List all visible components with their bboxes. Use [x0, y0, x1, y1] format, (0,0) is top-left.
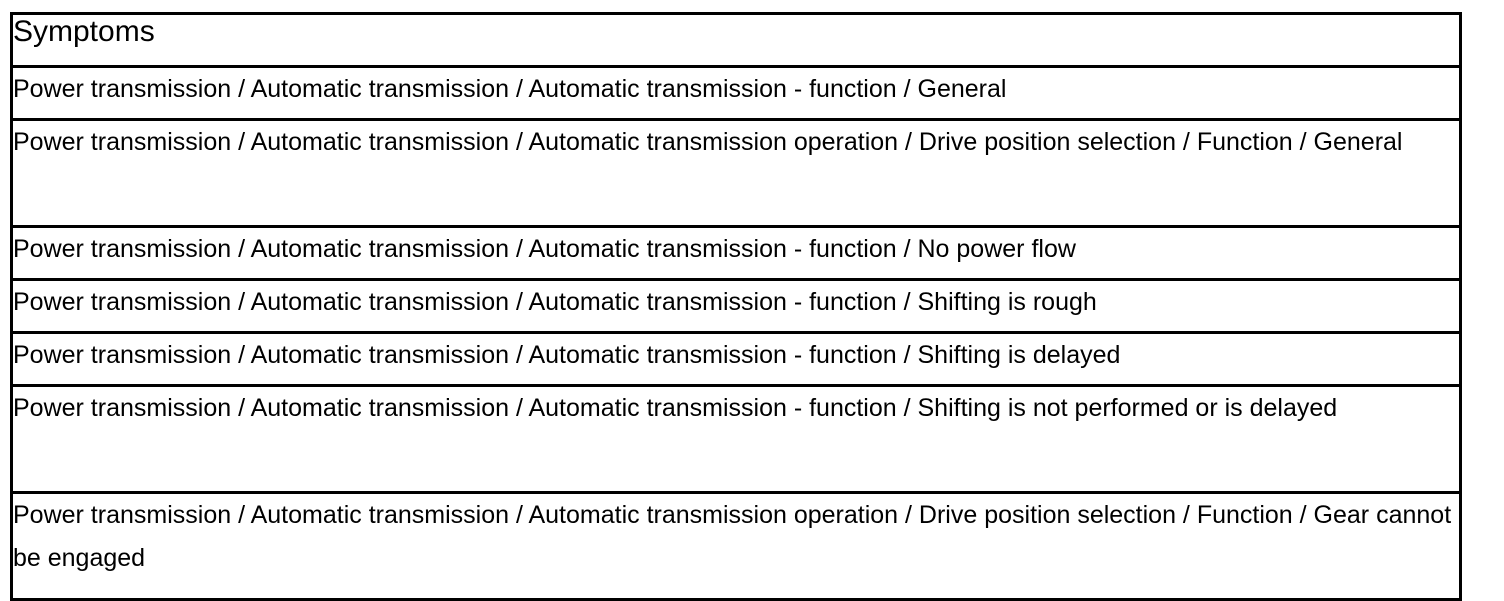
- table-header-row: Symptoms: [11, 13, 1461, 68]
- symptom-cell: Power transmission / Automatic transmiss…: [11, 66, 1461, 121]
- symptom-cell: Power transmission / Automatic transmiss…: [11, 279, 1461, 334]
- symptom-cell: Power transmission / Automatic transmiss…: [11, 119, 1461, 228]
- symptom-path-text: Power transmission / Automatic transmiss…: [13, 75, 1007, 103]
- table-row: Power transmission / Automatic transmiss…: [11, 492, 1461, 600]
- table-row: Power transmission / Automatic transmiss…: [11, 385, 1461, 494]
- table-row: Power transmission / Automatic transmiss…: [11, 66, 1461, 121]
- symptom-path-text: Power transmission / Automatic transmiss…: [13, 394, 1338, 422]
- symptom-cell: Power transmission / Automatic transmiss…: [11, 385, 1461, 494]
- symptom-path-text: Power transmission / Automatic transmiss…: [13, 128, 1403, 156]
- table-row: Power transmission / Automatic transmiss…: [11, 279, 1461, 334]
- symptom-path-text: Power transmission / Automatic transmiss…: [13, 288, 1097, 316]
- symptom-path-text: Power transmission / Automatic transmiss…: [13, 235, 1076, 263]
- column-header-symptoms: Symptoms: [11, 13, 1461, 68]
- table-row: Power transmission / Automatic transmiss…: [11, 332, 1461, 387]
- table-row: Power transmission / Automatic transmiss…: [11, 119, 1461, 228]
- symptom-cell: Power transmission / Automatic transmiss…: [11, 492, 1461, 600]
- table-row: Power transmission / Automatic transmiss…: [11, 226, 1461, 281]
- symptom-cell: Power transmission / Automatic transmiss…: [11, 332, 1461, 387]
- table-body: Power transmission / Automatic transmiss…: [11, 66, 1461, 600]
- symptoms-table: Symptoms Power transmission / Automatic …: [10, 12, 1462, 601]
- symptom-path-text: Power transmission / Automatic transmiss…: [13, 501, 1452, 572]
- symptom-path-text: Power transmission / Automatic transmiss…: [13, 341, 1121, 369]
- symptom-cell: Power transmission / Automatic transmiss…: [11, 226, 1461, 281]
- column-header-symptoms-label: Symptoms: [13, 15, 155, 48]
- table-header: Symptoms: [11, 13, 1461, 68]
